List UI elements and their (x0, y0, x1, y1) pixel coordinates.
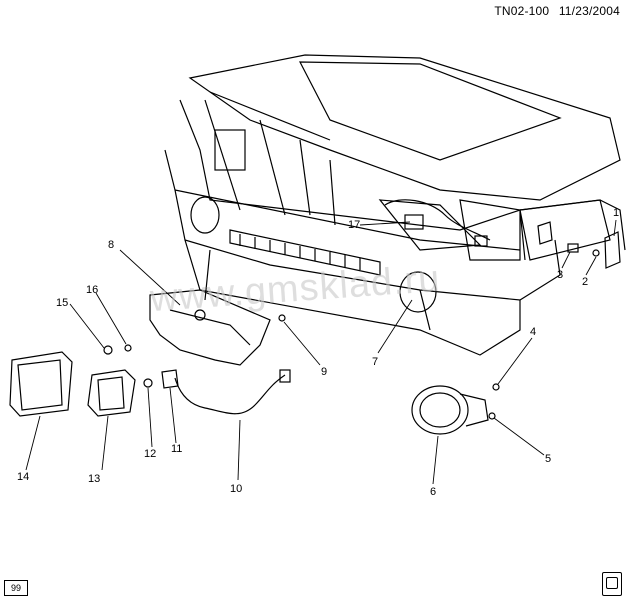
book-icon (602, 572, 622, 596)
callout-6: 6 (430, 486, 437, 498)
part-13-fog-lamp (87, 369, 136, 417)
grille (229, 229, 381, 276)
callout-1: 1 (613, 207, 620, 219)
callout-9: 9 (321, 366, 328, 378)
part-15-fastener (103, 345, 113, 355)
callout-2: 2 (582, 276, 589, 288)
radiator-support (179, 99, 611, 261)
part-2-bulb (592, 249, 600, 257)
part-3-socket (567, 243, 579, 253)
callout-11: 11 (171, 443, 183, 455)
diagram-code: TN02-100 (494, 4, 550, 18)
hood (188, 54, 621, 201)
right-fender (519, 199, 626, 251)
callout-15: 15 (56, 297, 69, 309)
callout-3: 3 (557, 269, 564, 281)
front-bumper (164, 149, 561, 356)
callout-5: 5 (545, 453, 552, 465)
part-10-harness (174, 374, 286, 415)
callout-8: 8 (108, 239, 115, 251)
part-9-bolt (278, 314, 286, 322)
callout-17: 17 (348, 219, 361, 231)
callout-13: 13 (88, 473, 101, 485)
part-4-fastener (492, 383, 500, 391)
part-1-bezel (604, 231, 621, 269)
part-12-bulb (143, 378, 153, 388)
callout-16: 16 (86, 284, 99, 296)
callout-10: 10 (230, 483, 243, 495)
diagram-header: TN02-100 11/23/2004 (488, 4, 620, 18)
part-6-round-lamp (411, 385, 489, 435)
callout-12: 12 (144, 448, 157, 460)
part-8-bracket (149, 289, 271, 366)
callout-7: 7 (372, 356, 379, 368)
callout-4: 4 (530, 326, 537, 338)
callout-14: 14 (17, 471, 30, 483)
page-tag: 99 (4, 580, 28, 596)
leader-lines (25, 219, 617, 485)
part-16-fastener (124, 344, 132, 352)
part-5-fastener (488, 412, 496, 420)
part-14-headlamp (9, 351, 73, 417)
diagram-date: 11/23/2004 (558, 4, 620, 18)
